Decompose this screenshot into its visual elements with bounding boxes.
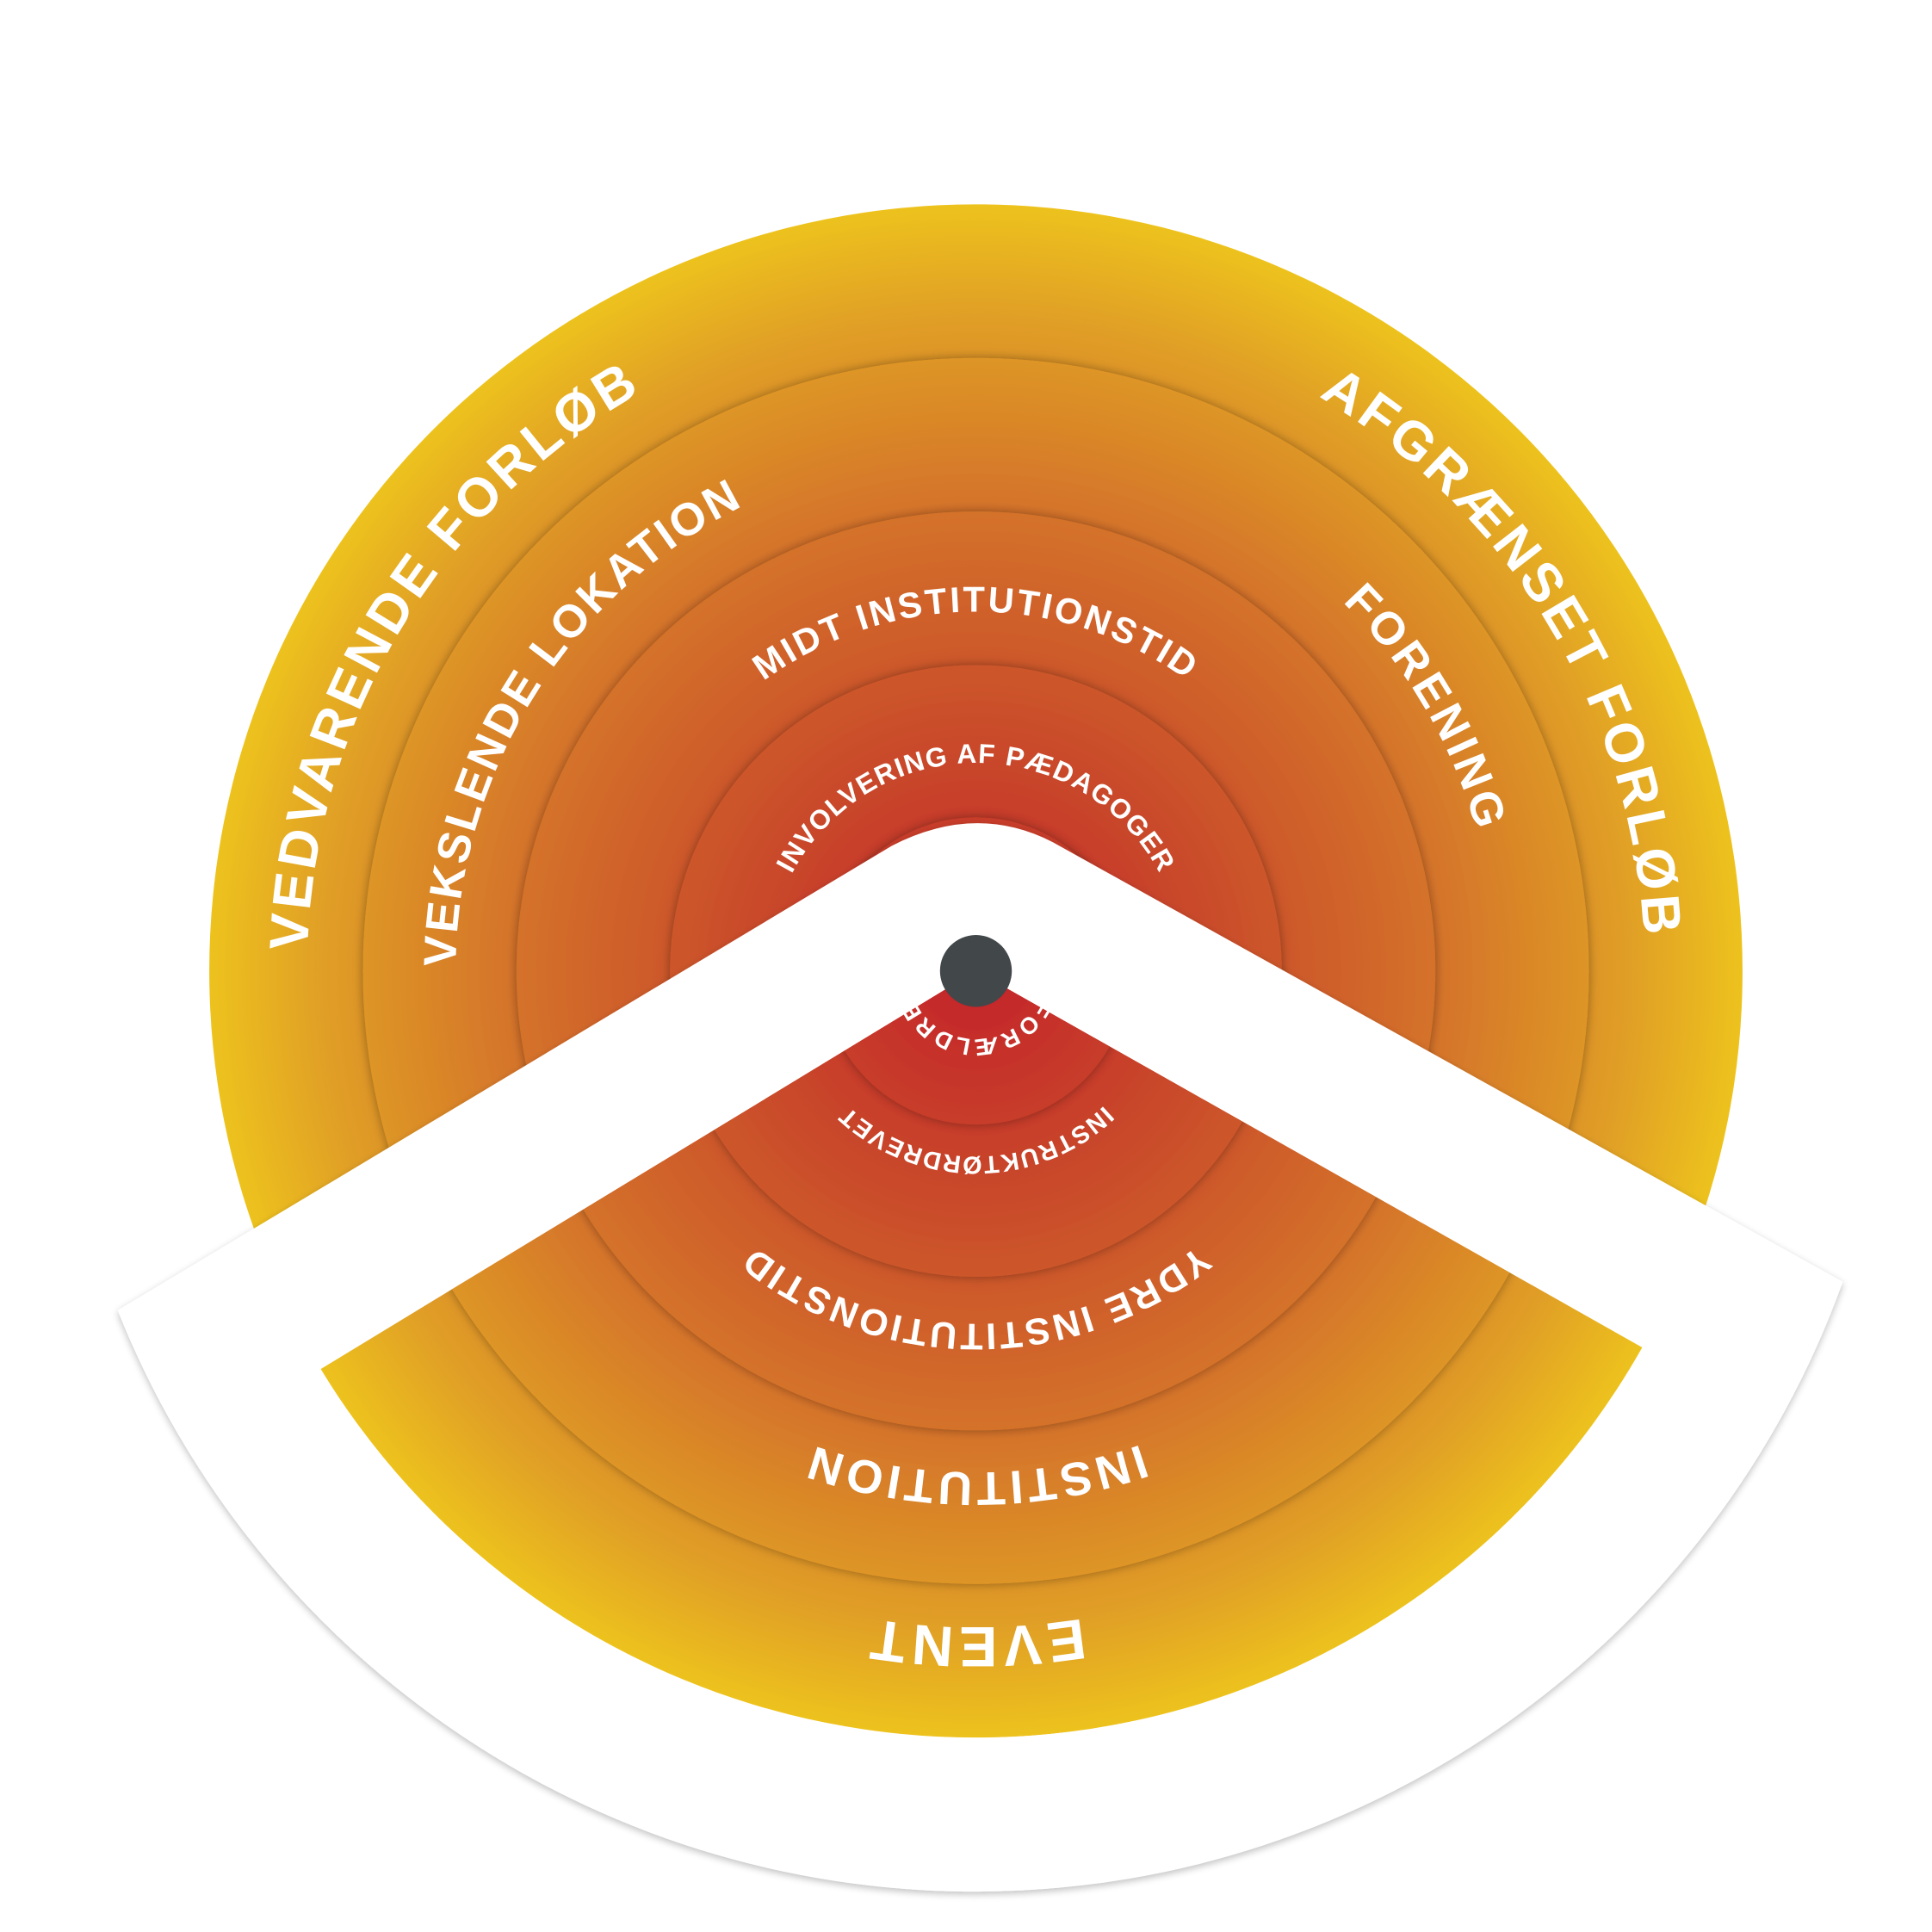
lower-wedge (319, 970, 1643, 1738)
hub-dot (939, 935, 1012, 1007)
label-event: EVENT (862, 1606, 1089, 1678)
